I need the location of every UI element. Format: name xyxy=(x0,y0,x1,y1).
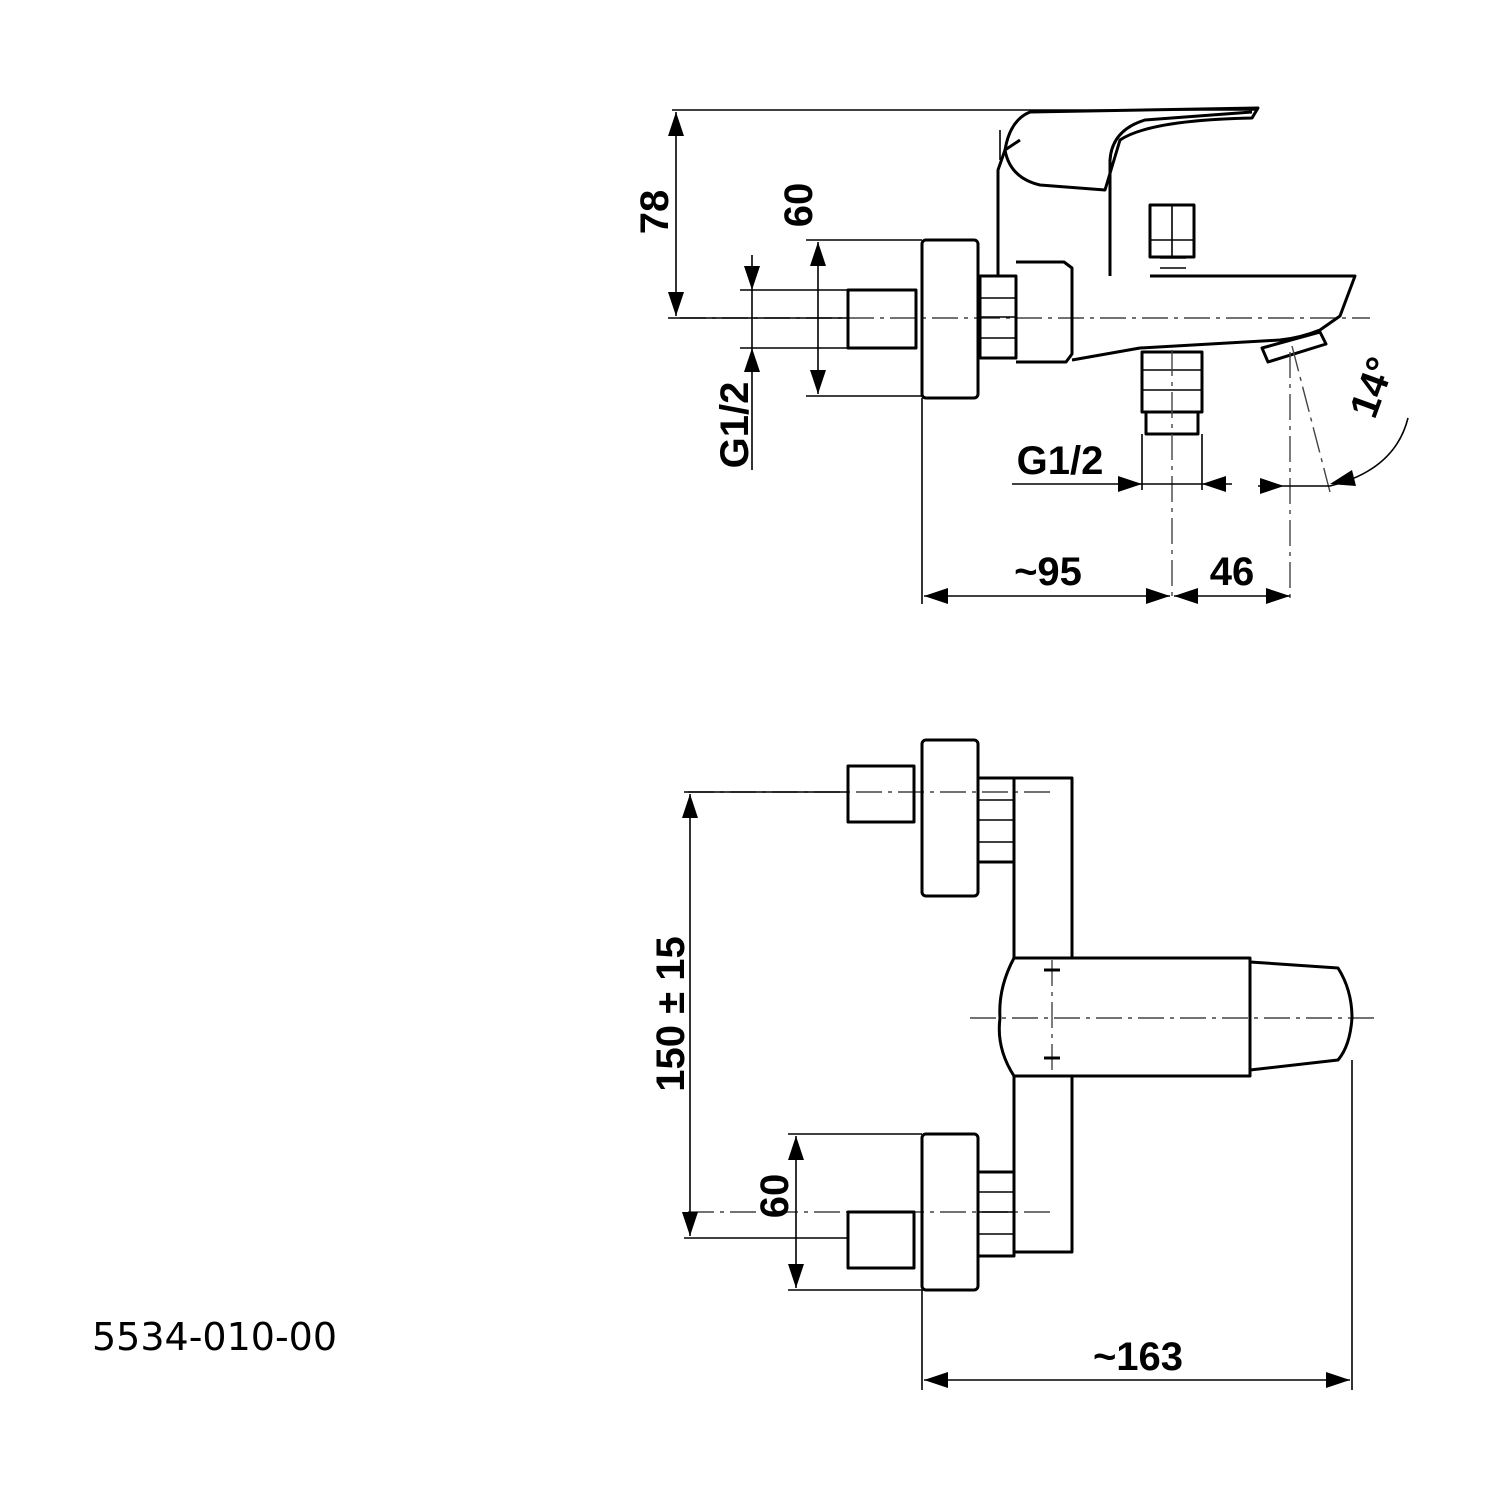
dim-label-g12-outlet: G1/2 xyxy=(1017,439,1104,483)
front-lever-housing xyxy=(997,956,1252,1078)
front-lower-hex-nut xyxy=(976,1170,1016,1258)
side-wall-flange xyxy=(920,238,980,400)
front-upper-inlet-pipe xyxy=(846,764,916,824)
front-upper-flange xyxy=(920,738,980,898)
side-inlet-pipe xyxy=(846,288,918,350)
article-number: 5534-010-00 xyxy=(92,1315,337,1359)
dim-label-46: 46 xyxy=(1210,550,1255,594)
side-lever xyxy=(1003,106,1260,192)
dim-label-78: 78 xyxy=(633,190,677,235)
side-mixer-body xyxy=(1016,260,1074,364)
dim-label-163: ~163 xyxy=(1093,1335,1183,1379)
front-spout xyxy=(1249,960,1354,1072)
front-lower-inlet-pipe xyxy=(846,1210,916,1270)
front-mixer-body xyxy=(1012,776,1074,1254)
dim-label-60-side: 60 xyxy=(777,183,821,228)
dim-label-g12-inlet: G1/2 xyxy=(713,382,757,469)
dim-label-60-front: 60 xyxy=(753,1174,797,1219)
front-view: 150 ± 15 60 ~163 xyxy=(649,738,1380,1390)
dim-label-14deg: 14° xyxy=(1342,352,1404,424)
side-view: 78 60 G1/2 G1/2 14° xyxy=(633,106,1409,604)
dim-label-95: ~95 xyxy=(1014,550,1082,594)
dim-label-150: 150 ± 15 xyxy=(649,936,693,1091)
side-aerator xyxy=(1260,330,1328,364)
